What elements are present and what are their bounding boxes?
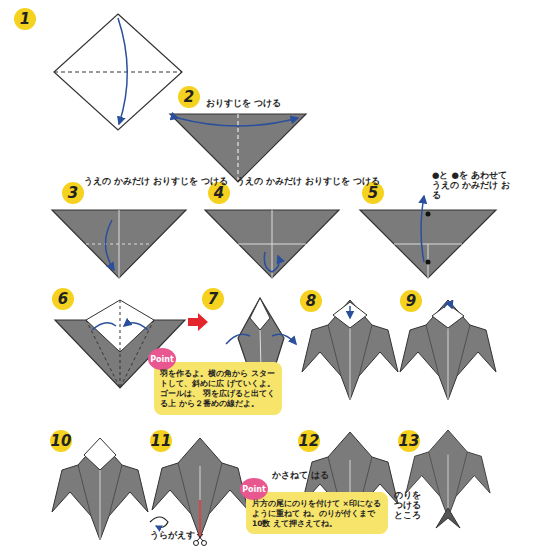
step-number-text: 12: [299, 432, 320, 450]
step-number-text: 13: [399, 432, 420, 450]
step-number: 8: [300, 290, 322, 312]
instruction-label: うらがえす: [150, 530, 210, 540]
point-callout: Point片方の尾にのりを付けて ×印になるように重ねて ね。のりが付くまで10…: [246, 492, 388, 534]
point-badge: Point: [240, 478, 268, 500]
instruction-label: のりを つける ところ: [394, 490, 428, 521]
step-number-text: 1: [20, 10, 30, 28]
step-number-text: 8: [306, 292, 316, 310]
step-number-text: 7: [208, 290, 218, 308]
point-note: 羽を作るよ。横の角から スタートして、斜めに広 げていくよ。ゴールは、 羽を広げ…: [160, 369, 276, 410]
step-number: 1: [14, 8, 36, 30]
instruction-label: ●と ●を あわせて うえの かみだけ おる: [432, 170, 512, 201]
step-number-text: 3: [68, 184, 78, 202]
step-number: 6: [52, 288, 74, 310]
point-callout: Point羽を作るよ。横の角から スタートして、斜めに広 げていくよ。ゴールは、…: [154, 362, 282, 415]
step-number: 9: [400, 290, 422, 312]
point-badge: Point: [148, 348, 176, 370]
step-number: 3: [62, 182, 84, 204]
step-number: 2: [178, 86, 200, 108]
step-number: 10: [50, 430, 72, 452]
instruction-label: おりすじを つける: [206, 98, 306, 108]
step-number-text: 2: [184, 88, 194, 106]
instruction-label: うえの かみだけ おりすじを つける: [236, 176, 380, 186]
step-number-text: 9: [406, 292, 416, 310]
step-number-text: 6: [58, 290, 68, 308]
instruction-label: うえの かみだけ おりすじを つける: [84, 176, 228, 186]
step-number-text: 11: [151, 432, 172, 450]
point-note: 片方の尾にのりを付けて ×印になるように重ねて ね。のりが付くまで10数 えて押…: [252, 499, 382, 529]
instruction-label: かさねて はる: [272, 470, 342, 480]
step-number-text: 10: [51, 432, 72, 450]
step-number: 13: [398, 430, 420, 452]
step-number-text: 4: [214, 184, 224, 202]
step-number: 7: [202, 288, 224, 310]
step-number: 11: [150, 430, 172, 452]
step-number: 12: [298, 430, 320, 452]
step-number-text: 5: [368, 184, 378, 202]
